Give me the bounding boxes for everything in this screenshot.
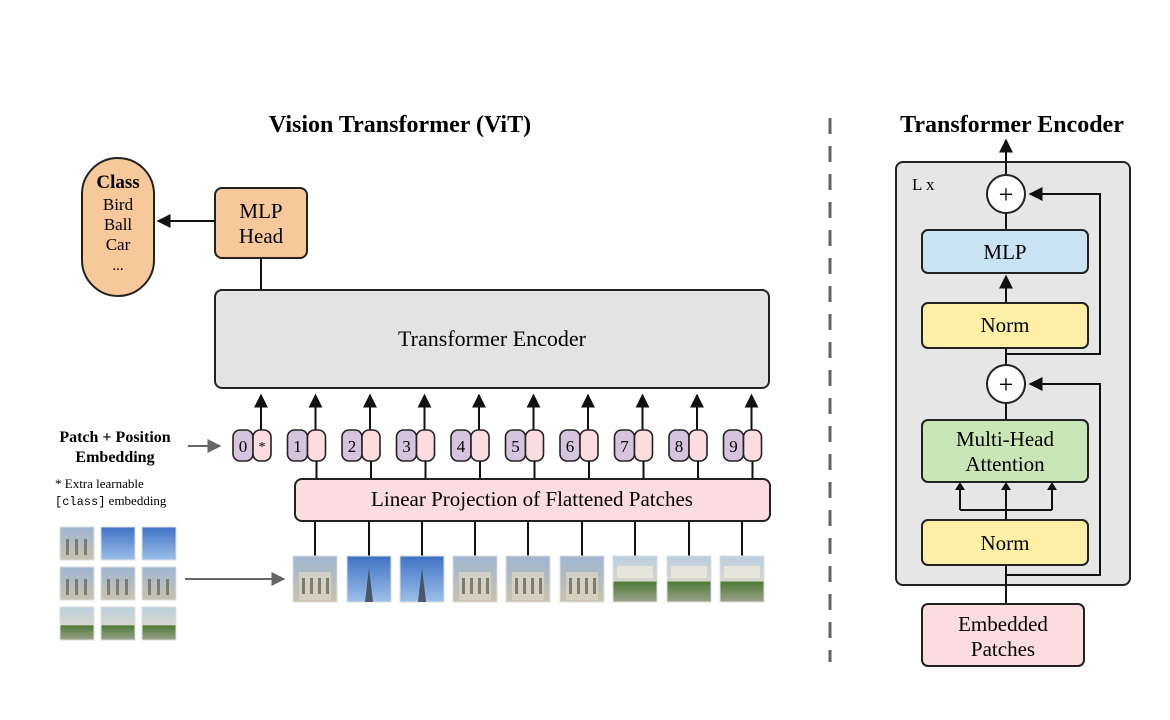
mlp-block <box>921 229 1089 274</box>
token-5: 5 <box>504 393 545 479</box>
transformer-encoder-label: Transformer Encoder <box>398 326 587 351</box>
position-index: 5 <box>511 437 520 456</box>
patch-thumbnail <box>292 555 338 603</box>
source-image-patch <box>141 526 177 561</box>
norm-block-top <box>921 302 1089 349</box>
patch-embedding <box>415 429 436 462</box>
source-image-patch <box>141 566 177 601</box>
token-4: 4 <box>450 393 490 479</box>
source-image-patch <box>59 526 95 561</box>
patch-embedding <box>742 429 763 462</box>
class-token-embedding <box>252 429 272 462</box>
patch-thumbnail <box>452 555 498 603</box>
mlp-head-line2: Head <box>239 224 284 248</box>
source-image-patch <box>141 606 177 641</box>
token-6: 6 <box>559 393 599 479</box>
position-index: 4 <box>457 437 466 456</box>
repeat-label: L x <box>912 175 935 194</box>
mlp-head-line1: MLP <box>239 199 282 223</box>
plus-symbol-top: + <box>999 180 1014 209</box>
class-title: Class <box>96 172 139 193</box>
class-item-ball: Ball <box>104 215 133 234</box>
token-8: 8 <box>668 393 708 479</box>
position-index: 6 <box>566 437 575 456</box>
position-index: 0 <box>239 437 248 456</box>
norm-block-bottom-label: Norm <box>981 531 1030 555</box>
patch-position-label-line2: Embedding <box>75 449 154 466</box>
vit-title: Vision Transformer (ViT) <box>269 112 531 138</box>
qkv-arrowheads <box>955 482 1057 490</box>
plus-symbol-bottom: + <box>999 370 1014 399</box>
source-image-patch <box>100 566 136 601</box>
position-index: 9 <box>729 437 738 456</box>
patch-thumbnail <box>612 555 658 603</box>
patch-row <box>292 521 765 603</box>
class-item-ellipsis: ... <box>112 258 123 274</box>
embedded-patches-line1: Embedded <box>958 612 1048 636</box>
token-2: 2 <box>341 393 381 479</box>
qkv-split-lines <box>959 486 1053 520</box>
class-output-box <box>81 157 155 297</box>
multi-head-attention-block <box>921 419 1089 483</box>
token-7: 7 <box>613 393 654 479</box>
patch-thumbnail <box>399 555 445 603</box>
position-index: 7 <box>620 437 629 456</box>
extra-note-line1: * Extra learnable <box>55 476 144 491</box>
patch-thumbnail <box>559 555 605 603</box>
patch-thumbnail <box>346 555 392 603</box>
source-image-patch <box>59 606 95 641</box>
source-image-grid <box>59 526 177 641</box>
patch-embedding <box>306 429 327 462</box>
patch-embedding <box>361 429 381 462</box>
patch-position-label-line1: Patch + Position <box>59 429 170 446</box>
patch-thumbnail <box>666 555 712 603</box>
patch-embedding <box>633 429 654 462</box>
position-index: 2 <box>348 437 357 456</box>
residual-add-top <box>986 174 1026 214</box>
source-image-patch <box>59 566 95 601</box>
token-1: 1 <box>286 393 327 479</box>
patch-embedding <box>688 429 708 462</box>
position-index: 3 <box>402 437 411 456</box>
token-0: 0* <box>232 393 272 462</box>
patch-thumbnail <box>719 555 765 603</box>
class-item-bird: Bird <box>103 195 134 214</box>
embedded-patches-block <box>921 603 1085 667</box>
transformer-encoder-box <box>214 289 770 389</box>
position-index: 8 <box>675 437 684 456</box>
linear-projection-label: Linear Projection of Flattened Patches <box>371 487 693 511</box>
class-item-car: Car <box>106 235 131 254</box>
norm-block-bottom <box>921 519 1089 566</box>
linear-projection-box <box>294 478 771 522</box>
mlp-block-label: MLP <box>983 240 1026 264</box>
source-image-patch <box>100 606 136 641</box>
position-index: 1 <box>293 437 302 456</box>
norm-block-top-label: Norm <box>981 313 1030 337</box>
residual-add-bottom <box>986 364 1026 404</box>
attention-line1: Multi-Head <box>956 427 1054 451</box>
class-token-star: * <box>259 440 266 455</box>
patch-embedding <box>470 429 490 462</box>
encoder-detail-title: Transformer Encoder <box>900 112 1124 138</box>
extra-note-code: [class] <box>55 495 105 509</box>
residual-connection-bottom <box>1006 377 1101 576</box>
embedded-patches-line2: Patches <box>971 637 1035 661</box>
token-9: 9 <box>722 393 763 479</box>
token-3: 3 <box>395 393 436 479</box>
source-image-patch <box>100 526 136 561</box>
attention-line2: Attention <box>965 452 1045 476</box>
extra-note-line2: [class] embedding <box>55 493 167 509</box>
patch-embedding <box>579 429 599 462</box>
patch-embedding <box>524 429 545 462</box>
patch-thumbnail <box>505 555 551 603</box>
residual-connection-top <box>1006 187 1101 355</box>
extra-note-rest: embedding <box>105 493 167 508</box>
